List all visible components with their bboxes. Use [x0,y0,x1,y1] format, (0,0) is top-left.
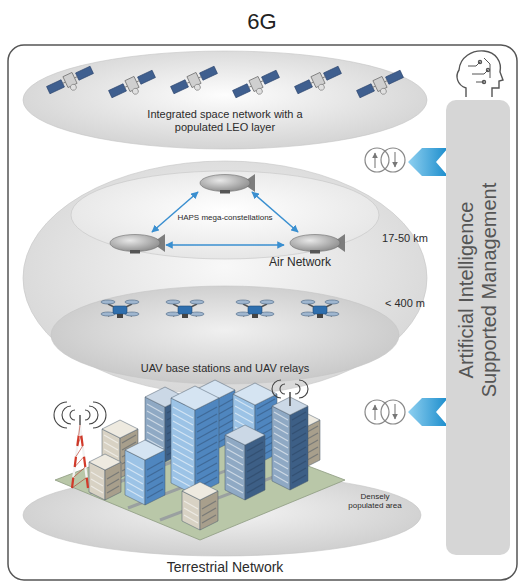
panel-title: Artificial Intelligence Supported Manage… [455,160,501,420]
layer-name: Integrated space network with a populate… [138,108,313,133]
haps-layer-ellipse: HAPS mega-constellations [70,170,380,260]
layer-name: Air Network [240,256,360,270]
altitude-label: < 400 m [385,297,425,310]
ellipse-outline [22,50,428,150]
layer-caption: Terrestrial Network [167,559,284,575]
layer-name: UAV base stations and UAV relays [115,362,335,375]
altitude-label: 17-50 km [382,232,428,245]
ellipse-outline [22,473,422,557]
layer-name: Densely populated area [345,492,405,510]
ai-management-panel: Artificial Intelligence Supported Manage… [446,100,510,555]
ellipse-outline [22,160,428,396]
uav-layer-ellipse: UAV base stations and UAV relays [50,285,400,385]
diagram-title: 6G [247,9,276,34]
outer-frame [8,45,517,580]
ai-brain-icon [457,51,503,97]
terrestrial-ground-ellipse: Densely populated area [22,473,422,557]
cell-tower [54,402,106,488]
space-network-ellipse: Integrated space network with a populate… [22,50,428,150]
air-network-ellipse: Air Network HAPS mega-constellationsUAV b… [22,160,428,396]
layer-name: HAPS mega-constellations [177,213,272,222]
